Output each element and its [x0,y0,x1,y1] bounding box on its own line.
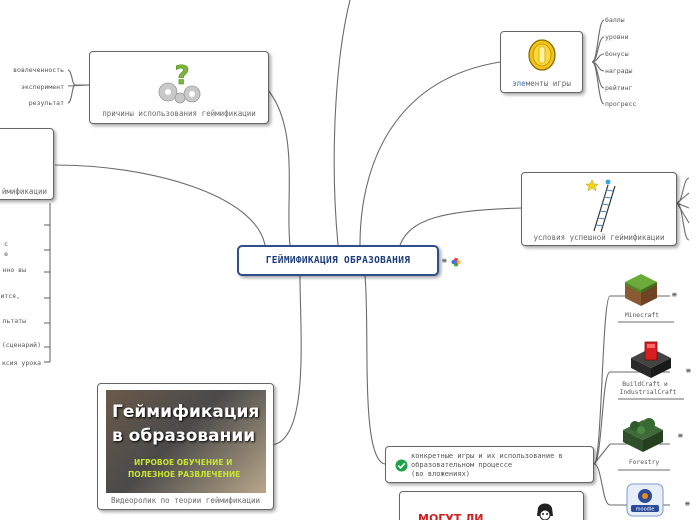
reasons-leaf-engagement[interactable]: вовлеченность [13,66,64,74]
coin-icon [528,39,556,71]
elements-leaf-bonuses[interactable]: бонусы [605,50,629,58]
node-left-cut-caption: ймификации [1,187,47,196]
video-thumb-sub-1: ИГРОВОЕ ОБУЧЕНИЕ И [134,458,233,467]
svg-text:?: ? [174,61,189,91]
question-gears-icon: ? [158,61,201,104]
ladder-icon [586,179,616,233]
note-icon[interactable]: ≡ [442,256,447,265]
node-elements[interactable]: элементы игры [500,31,583,93]
left-leaf-5[interactable]: льтаты [2,317,26,325]
node-reasons-caption: причины использования геймификации [102,109,256,118]
cartoon-face-icon [537,503,553,520]
redstone-block-icon [631,341,671,378]
elements-leaf-rating[interactable]: рейтинг [605,84,633,92]
left-leaf-6[interactable]: (сценарий) [1,341,41,349]
node-elements-caption: элементы игры [501,79,582,88]
node-conditions[interactable]: условия успешной геймификации [521,172,677,246]
elements-leaf-progress[interactable]: прогресс [605,100,637,108]
node-reasons[interactable]: ? причины использования геймификации [89,51,269,124]
video-thumb-title-1: Геймификация [112,402,260,422]
node-elements-caption-rest: менты игры [525,79,571,88]
left-leaf-4[interactable]: ится, [0,292,20,300]
node-concrete-line-1: конкретные игры и их использование в [411,452,563,460]
central-topic[interactable]: ГЕЙМИФИКАЦИЯ ОБРАЗОВАНИЯ [237,245,439,276]
moodle-logo-text: moodle [636,507,655,513]
node-elements-caption-prefix: эле [512,79,526,88]
minecraft-note-icon[interactable]: ≡ [672,290,677,299]
node-left-cut[interactable]: ймификации [0,128,54,200]
left-leaf-1[interactable]: с [4,240,8,248]
game-buildcraft-label-2: IndustrialCraft [619,389,677,396]
game-minecraft-label: Minecraft [624,312,660,319]
video-thumb-sub-2: ПОЛЕЗНОЕ РАЗВЛЕЧЕНИЕ [128,470,241,479]
node-bottom-partial-text: МОГУТ ЛИ [418,512,484,520]
node-video-caption: Видеоролик по теории геймификации [110,496,260,505]
node-concrete[interactable]: конкретные игры и их использование в обр… [385,446,594,483]
grass-block-icon [625,274,657,306]
moodle-logo-icon: moodle [626,483,664,517]
node-video[interactable]: Геймификация в образовании ИГРОВОЕ ОБУЧЕ… [97,383,274,510]
forestry-block-icon [623,418,663,452]
left-leaf-7[interactable]: ксия урока [1,359,41,367]
reasons-leaf-result[interactable]: результат [28,99,64,107]
node-conditions-caption: условия успешной геймификации [533,233,665,242]
colorful-flower-icon [451,258,461,267]
moodle-note-icon[interactable]: ≡ [685,499,690,508]
reasons-leaf-experiment[interactable]: эксперимент [20,83,64,91]
node-concrete-line-2: образовательном процессе [411,461,513,469]
video-thumbnail[interactable]: Геймификация в образовании ИГРОВОЕ ОБУЧЕ… [106,390,266,493]
forestry-note-icon[interactable]: ≡ [678,431,683,440]
node-concrete-line-3: (во вложениях) [411,470,471,478]
video-thumb-title-2: в образовании [112,426,256,446]
elements-leaf-rewards[interactable]: награды [605,67,633,75]
elements-leaf-points[interactable]: баллы [605,16,625,24]
left-leaf-3[interactable]: нно вы [2,266,26,274]
buildcraft-note-icon[interactable]: ≡ [686,366,691,375]
left-leaf-2[interactable]: е [4,250,8,258]
game-forestry-label: Forestry [628,459,660,466]
checkmark-icon [395,459,408,472]
node-bottom-partial[interactable]: МОГУТ ЛИ [399,491,584,520]
game-buildcraft-label-1: BuildCraft и [622,381,668,388]
elements-leaf-levels[interactable]: уровни [605,33,629,41]
